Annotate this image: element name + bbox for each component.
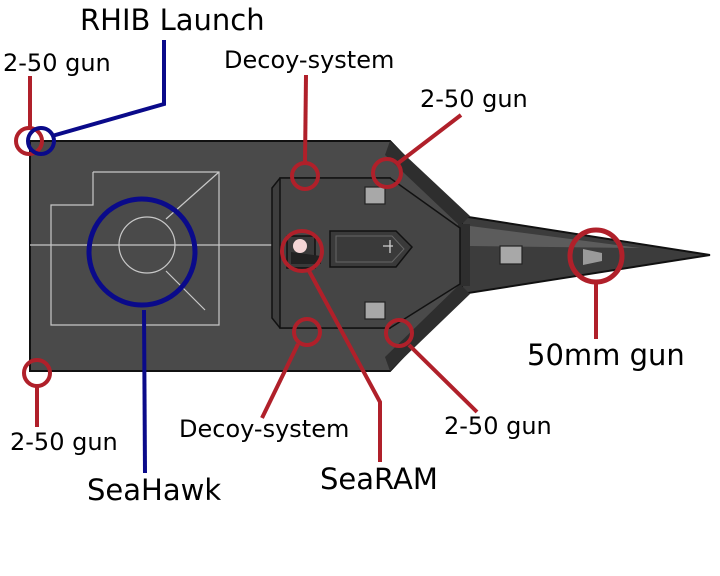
chine-lower — [385, 284, 470, 371]
marker-gun-bottom-right — [384, 318, 414, 348]
superstructure — [271, 177, 602, 329]
leader-decoy-bottom — [260, 343, 300, 419]
leader-seahawk — [142, 309, 147, 474]
label-gun-top-right: 2-50 gun — [420, 85, 528, 113]
50mm-gun-mount — [583, 249, 602, 265]
marker-decoy-bottom — [292, 317, 322, 347]
label-seahawk: SeaHawk — [87, 473, 221, 507]
label-50mm-gun: 50mm gun — [527, 338, 685, 372]
marker-gun-top-right — [371, 157, 403, 189]
searam-dome — [293, 239, 307, 253]
flight-deck-markings — [30, 171, 272, 326]
gun-mount-top-right — [364, 186, 386, 205]
label-rhib-launch: RHIB Launch — [80, 3, 265, 37]
marker-gun-top-left — [14, 126, 44, 156]
marker-searam — [280, 229, 324, 273]
marker-decoy-top — [290, 161, 320, 191]
gun-mount-bow — [499, 245, 523, 265]
marker-50mm-gun — [567, 227, 625, 285]
label-decoy-bottom: Decoy-system — [179, 415, 349, 443]
label-gun-bottom-right: 2-50 gun — [444, 412, 552, 440]
label-decoy-top: Decoy-system — [224, 46, 394, 74]
leader-gun-bottom-right — [407, 343, 479, 414]
chine-upper — [385, 141, 470, 226]
leader-decoy-top — [303, 74, 308, 164]
landing-circle — [118, 216, 176, 274]
marker-seahawk — [86, 196, 198, 308]
marker-rhib-launch — [26, 126, 56, 156]
label-gun-bottom-left: 2-50 gun — [10, 428, 118, 456]
leader-rhib-launch — [51, 40, 166, 138]
deck-diagonal-lower — [165, 270, 206, 311]
mast-mark — [383, 240, 393, 253]
leader-lines — [28, 40, 598, 474]
label-gun-top-left: 2-50 gun — [3, 49, 111, 77]
marker-gun-bottom-left — [22, 358, 52, 388]
leader-gun-top-right — [395, 113, 463, 166]
bridge-block — [329, 230, 414, 268]
leader-searam — [306, 268, 382, 462]
bow-joint — [458, 224, 470, 286]
searam-launcher — [291, 252, 321, 264]
bow-highlight — [470, 226, 640, 248]
labels: RHIB Launch 2-50 gun Decoy-system 2-50 g… — [3, 3, 685, 507]
label-searam: SeaRAM — [320, 462, 438, 496]
gun-mount-bottom-right — [364, 301, 386, 320]
markers — [14, 126, 625, 388]
bridge-inner — [335, 235, 405, 263]
